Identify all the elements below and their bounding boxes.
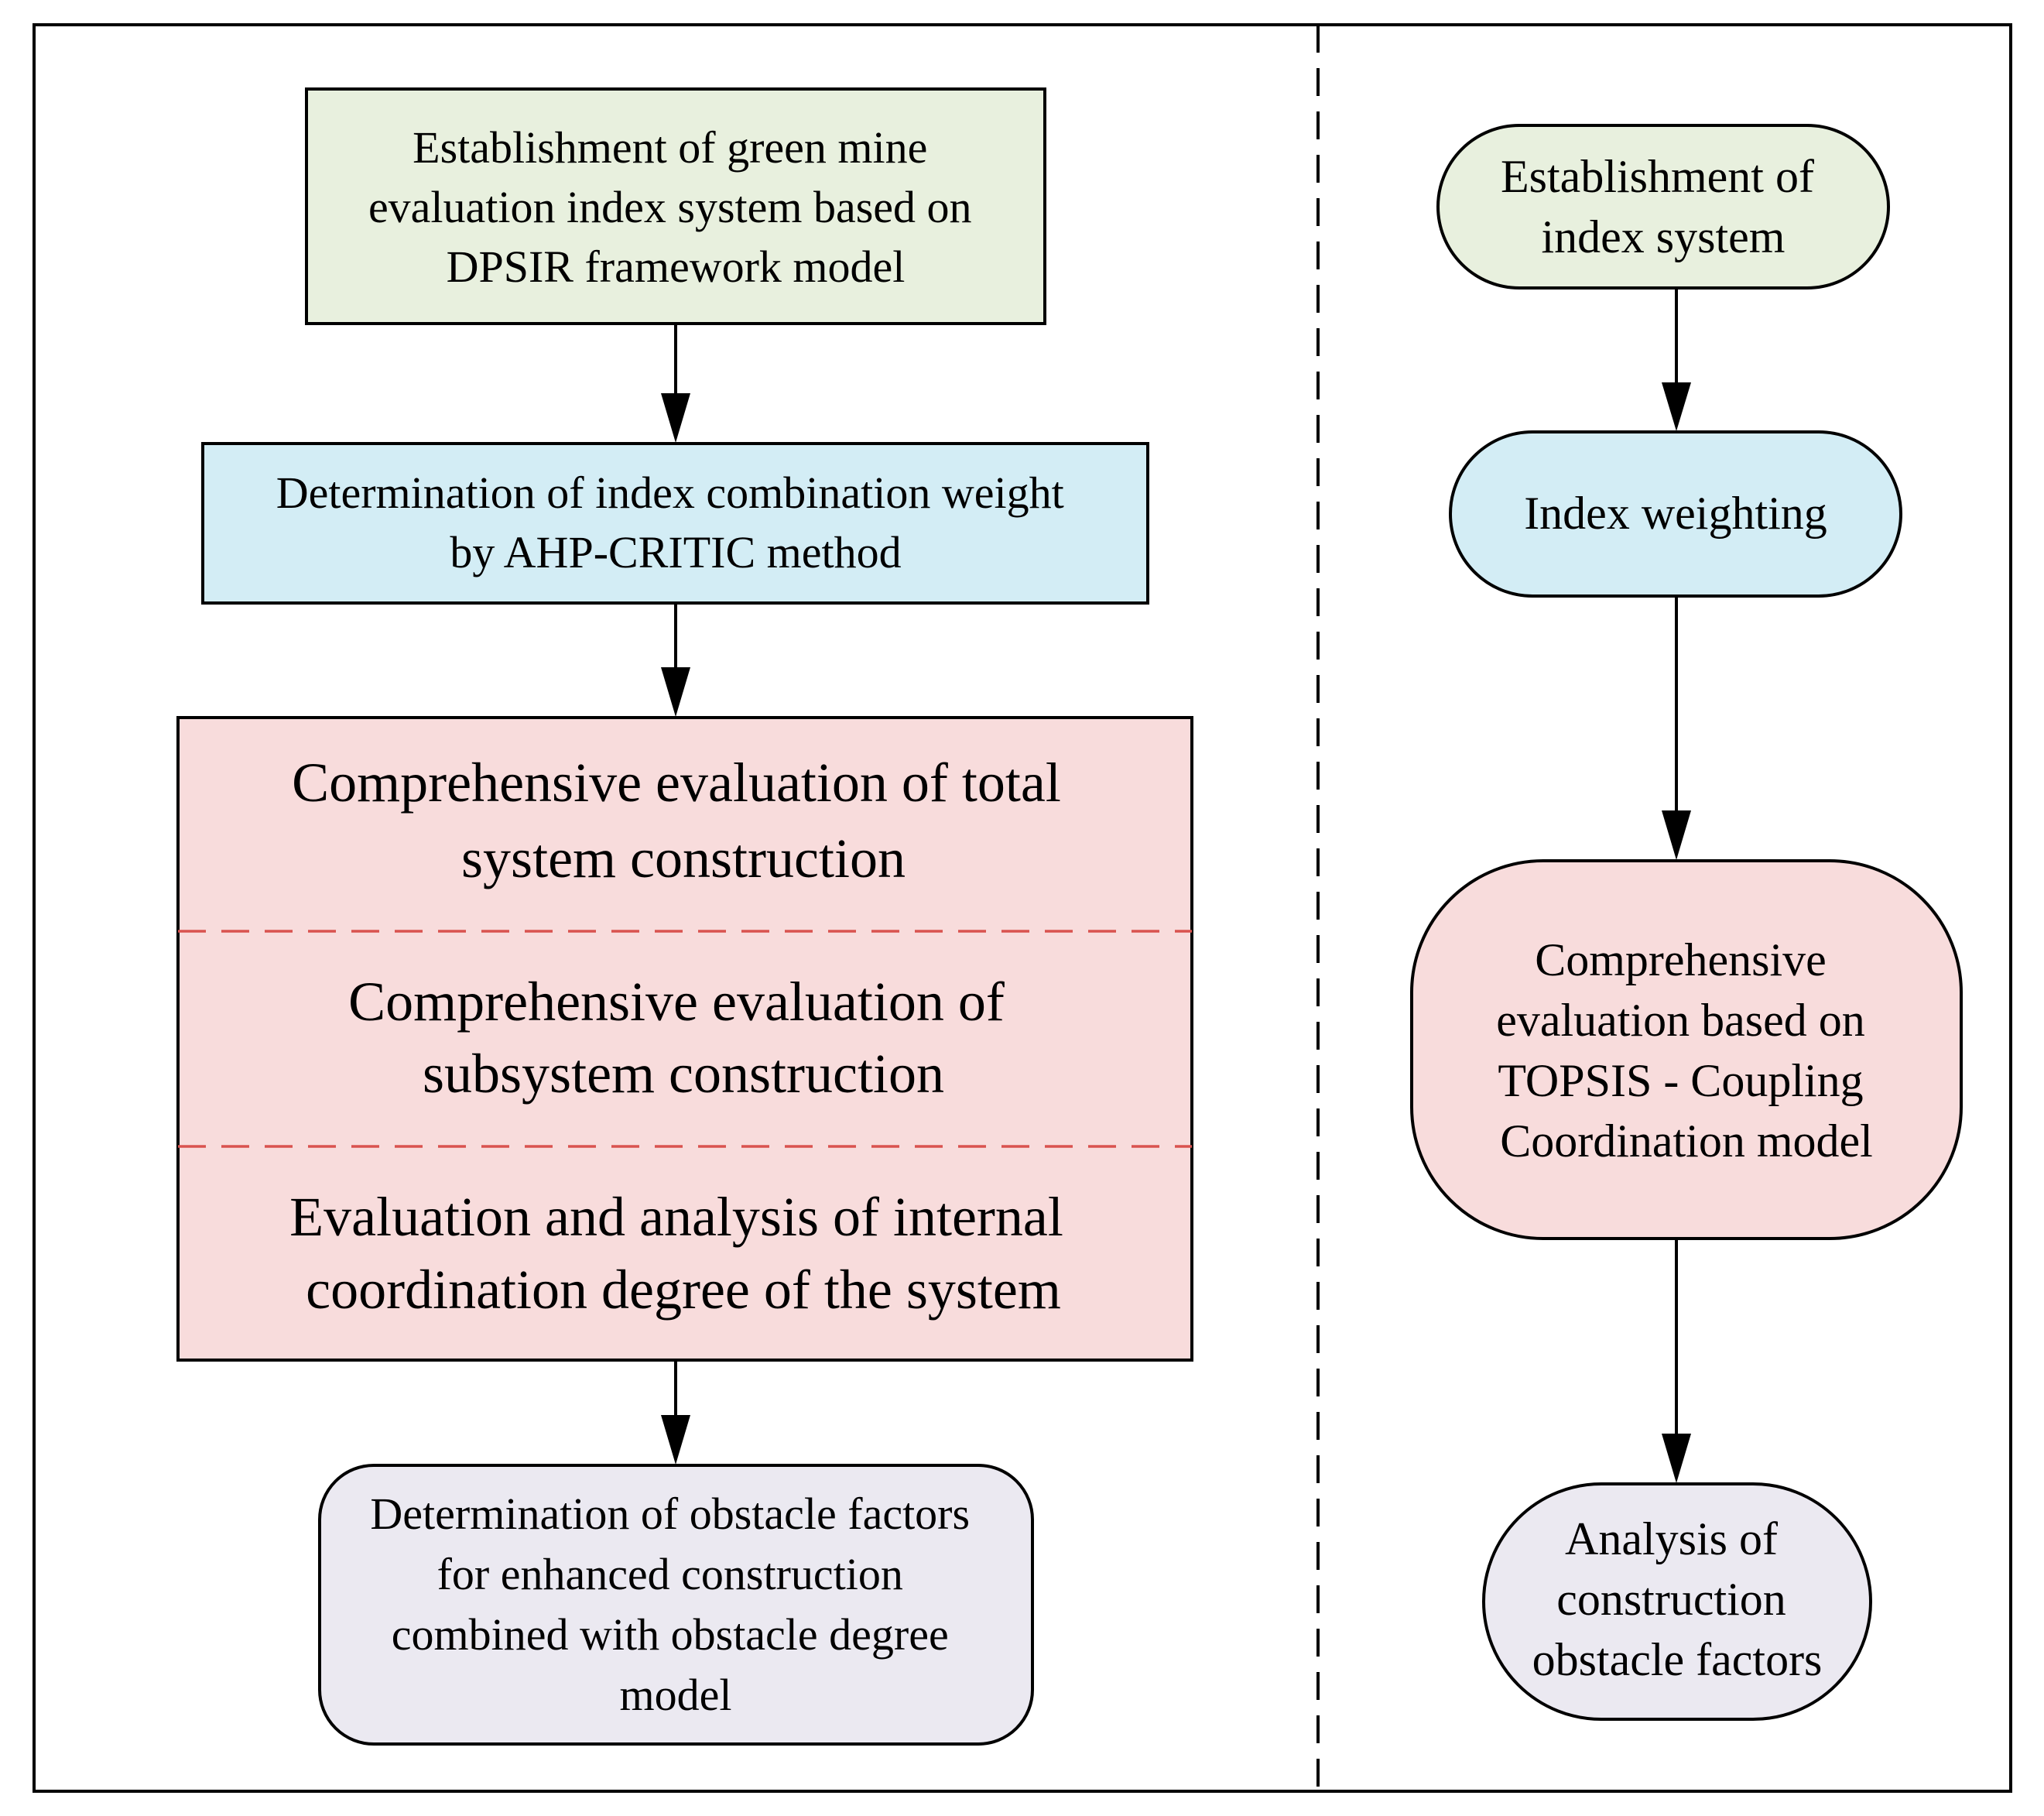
left-step1-box [305, 87, 1046, 325]
right-step2-text: Index weighting [1524, 488, 1827, 539]
right-arrowhead-1 [1662, 382, 1691, 431]
left-step3-box [176, 716, 1193, 1362]
right-step3-box [1410, 859, 1963, 1240]
right-arrowhead-2 [1662, 810, 1691, 860]
left-step2-text: Determination of index combination weigh… [276, 468, 1075, 577]
right-arrowhead-3 [1662, 1434, 1691, 1483]
left-step3b-text: Comprehensive evaluation of subsystem co… [348, 971, 1019, 1105]
right-step4-text: Analysis of construction obstacle factor… [1532, 1513, 1823, 1685]
outer-frame [33, 23, 2012, 1793]
left-arrowhead-2 [661, 667, 690, 717]
left-step3c-text: Evaluation and analysis of internal coor… [289, 1186, 1077, 1321]
left-step4-text: Determination of obstacle factors for en… [370, 1489, 981, 1720]
left-arrowhead-1 [661, 393, 690, 443]
right-step3-text: Comprehensive evaluation based on TOPSIS… [1496, 934, 1877, 1167]
right-step1-box [1436, 124, 1890, 290]
left-step4-box [318, 1464, 1034, 1746]
right-step4-box [1482, 1482, 1872, 1721]
left-arrowhead-3 [661, 1415, 690, 1465]
left-step1-text: Establishment of green mine evaluation i… [368, 122, 983, 292]
left-step3a-text: Comprehensive evaluation of total system… [292, 752, 1075, 889]
right-step1-text: Establishment of index system [1501, 151, 1826, 262]
